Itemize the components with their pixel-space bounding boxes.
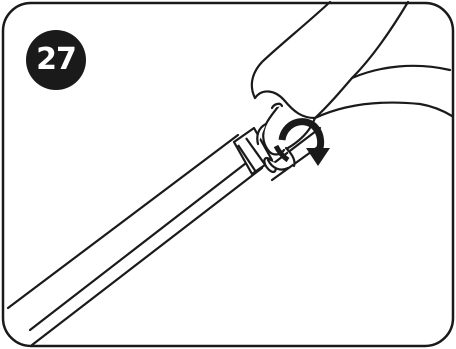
step-number: 27 (36, 45, 76, 75)
step-number-badge: 27 (26, 30, 86, 90)
tube (8, 128, 322, 345)
